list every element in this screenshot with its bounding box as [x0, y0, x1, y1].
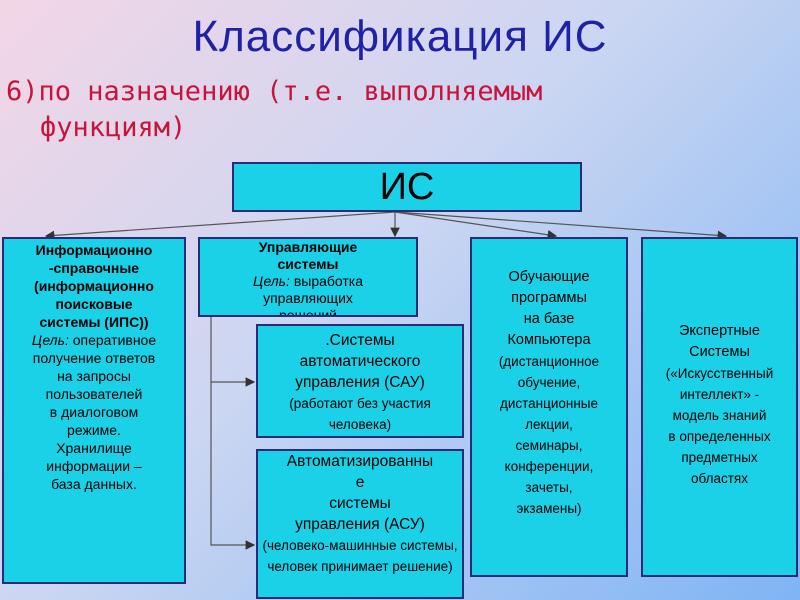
upr-line-2: решений	[279, 307, 337, 317]
box-expert-systems: Экспертные Системы («Искусственный интел…	[641, 237, 798, 577]
ips-line-8: база данных.	[51, 476, 137, 492]
ips-line-2: на запросы	[57, 368, 131, 384]
obuch-line-3: на базе	[523, 311, 575, 327]
expert-line-3: («Искусственный	[665, 366, 774, 381]
connector-root-obuch	[394, 211, 558, 240]
expert-line-5: модель знаний	[672, 408, 767, 423]
box-automatic-control-systems: .Системы автоматического управления (САУ…	[256, 324, 464, 438]
ips-line-7: информации –	[46, 458, 142, 474]
subtitle-line-2: функциям)	[40, 112, 187, 143]
box-information-reference-systems: Информационно -справочные (информационно…	[2, 237, 186, 584]
expert-line-7: предметных	[681, 450, 758, 465]
asu-line-1: Автоматизированны	[286, 453, 434, 470]
obuch-note-8: экзамены)	[516, 501, 582, 516]
upr-heading-2: системы	[277, 256, 339, 272]
asu-note: (человеко-машинные системы, человек прин…	[262, 538, 458, 574]
asu-line-2: е	[355, 474, 365, 491]
obuch-note-3: дистанционные	[499, 396, 599, 411]
ips-line-4: в диалоговом	[49, 404, 139, 420]
ips-line-1: получение ответов	[32, 350, 156, 366]
connector-upr-sau	[210, 317, 256, 387]
expert-line-2: Системы	[689, 344, 750, 360]
connector-upr-asu	[210, 382, 256, 550]
box-training-programs: Обучающие программы на базе Компьютера (…	[470, 237, 628, 577]
ips-goal-label: Цель:	[31, 332, 69, 348]
ips-line-3: пользователей	[45, 386, 143, 402]
ips-line-6: Хранилище	[56, 440, 132, 456]
obuch-note-2: обучение,	[517, 375, 581, 390]
expert-line-6: в определенных	[668, 429, 771, 444]
slide-subtitle: 6)по назначению (т.е. выполняемым функци…	[6, 74, 796, 146]
root-box-is: ИС	[232, 162, 582, 212]
ips-line-5: режиме.	[67, 422, 121, 438]
sau-line-2: автоматического	[299, 353, 421, 370]
connector-root-ips	[44, 211, 396, 241]
sau-note: (работают без участия человека)	[289, 396, 431, 432]
box-control-systems: Управляющие системы Цель: выработка упра…	[198, 237, 418, 317]
ips-heading-4: поисковые	[55, 296, 133, 312]
asu-line-4: управления (АСУ)	[295, 516, 425, 533]
expert-line-1: Экспертные	[679, 323, 760, 339]
obuch-line-1: Обучающие	[508, 269, 590, 285]
connector-root-expert	[394, 211, 728, 241]
slide-title: Классификация ИС	[192, 12, 608, 61]
asu-line-3: системы	[329, 495, 391, 512]
obuch-note-5: семинары,	[515, 438, 583, 453]
obuch-note-4: лекции,	[525, 417, 573, 432]
obuch-line-4: Компьютера	[507, 332, 591, 348]
obuch-note-6: конференции,	[504, 459, 594, 474]
upr-goal: Цель: выработка	[200, 273, 416, 290]
sau-line-3: управления (САУ)	[295, 374, 425, 391]
sau-line-1: .Системы	[325, 332, 395, 349]
root-label: ИС	[379, 166, 435, 208]
ips-goal: Цель: оперативное	[4, 331, 184, 349]
upr-goal-label: Цель:	[252, 273, 290, 289]
obuch-line-2: программы	[511, 290, 587, 306]
ips-heading-5: системы (ИПС))	[39, 314, 149, 330]
expert-line-8: областях	[690, 471, 748, 486]
upr-heading-1: Управляющие	[258, 239, 358, 255]
expert-line-4: интеллект» -	[679, 387, 760, 402]
obuch-note-7: зачеты,	[525, 480, 573, 495]
box-automated-control-systems: Автоматизированны е системы управления (…	[256, 449, 464, 599]
upr-line-1: управляющих	[263, 290, 353, 306]
ips-heading-3: (информационно	[34, 278, 154, 294]
ips-goal-text: оперативное	[68, 332, 157, 348]
obuch-note-1: (дистанционное	[498, 354, 600, 369]
ips-heading-2: -справочные	[48, 260, 140, 276]
subtitle-line-1: 6)по назначению (т.е. выполняемым	[6, 76, 543, 107]
ips-heading-1: Информационно	[35, 242, 153, 258]
upr-goal-text: выработка	[289, 273, 364, 289]
